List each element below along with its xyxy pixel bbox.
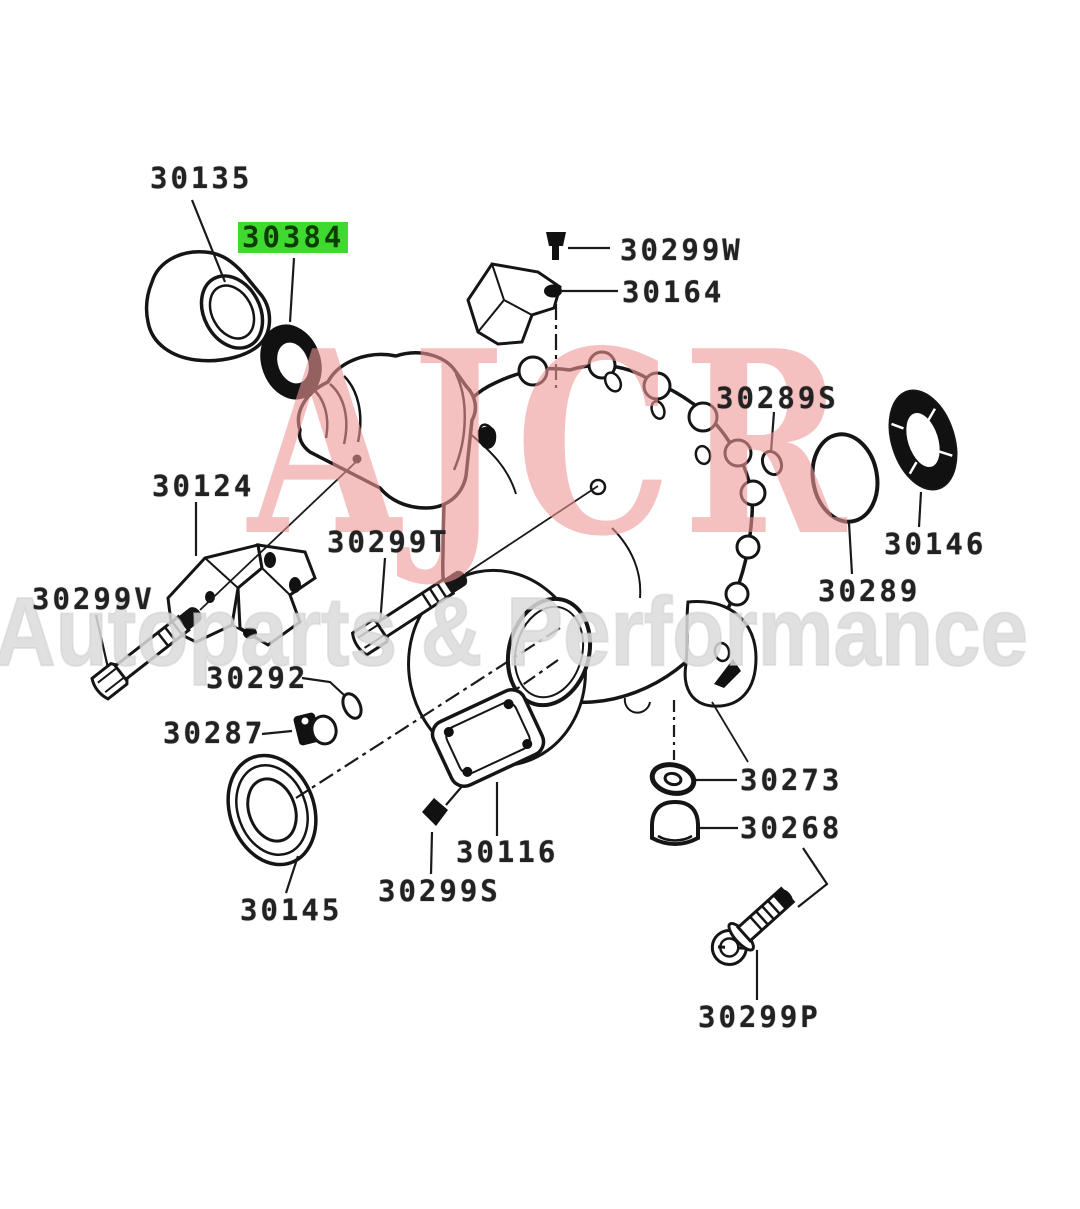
part-label-30146: 30146 [884,527,987,561]
part-label-30299s: 30299S [378,874,501,908]
oil-seal-30145-drawing [226,753,318,867]
part-label-30384: 30384 [238,222,349,253]
part-label-30299v: 30299V [32,582,155,616]
part-label-30164: 30164 [622,275,725,309]
part-label-30299p: 30299P [698,1000,821,1034]
center-lines [199,304,749,799]
part-label-30135: 30135 [150,161,253,195]
part-label-30299w: 30299W [620,233,743,267]
part-label-30124: 30124 [152,469,255,503]
part-label-30289: 30289 [818,574,921,608]
bolt-30299w-drawing [546,232,566,260]
oring-30292-drawing [341,692,363,720]
cover-plate-30116-drawing [430,688,546,788]
bolt-30299p-drawing [710,886,796,966]
leader-lines [94,199,923,1000]
part-label-30299t: 30299T [327,525,450,559]
cap-30268-drawing [650,799,700,846]
oil-seal-30384-drawing [260,324,322,400]
plug-30287-drawing [293,712,338,746]
part-label-30116: 30116 [456,835,559,869]
part-label-30273: 30273 [740,763,843,797]
part-label-30289s: 30289S [716,381,839,415]
part-label-30292: 30292 [206,661,309,695]
extension-snout-drawing [296,351,478,510]
dust-cover-30135-drawing [144,250,272,363]
bearing-seal-30146-drawing [888,389,958,491]
oring-30289s-drawing [760,449,784,477]
bracket-30164-drawing [466,262,562,346]
washer-30273-drawing [649,762,697,796]
screw-30299s-drawing [422,798,448,826]
part-label-30268: 30268 [740,811,843,845]
part-label-30145: 30145 [240,893,343,927]
oring-30289-drawing [810,432,880,524]
part-label-30287: 30287 [163,716,266,750]
